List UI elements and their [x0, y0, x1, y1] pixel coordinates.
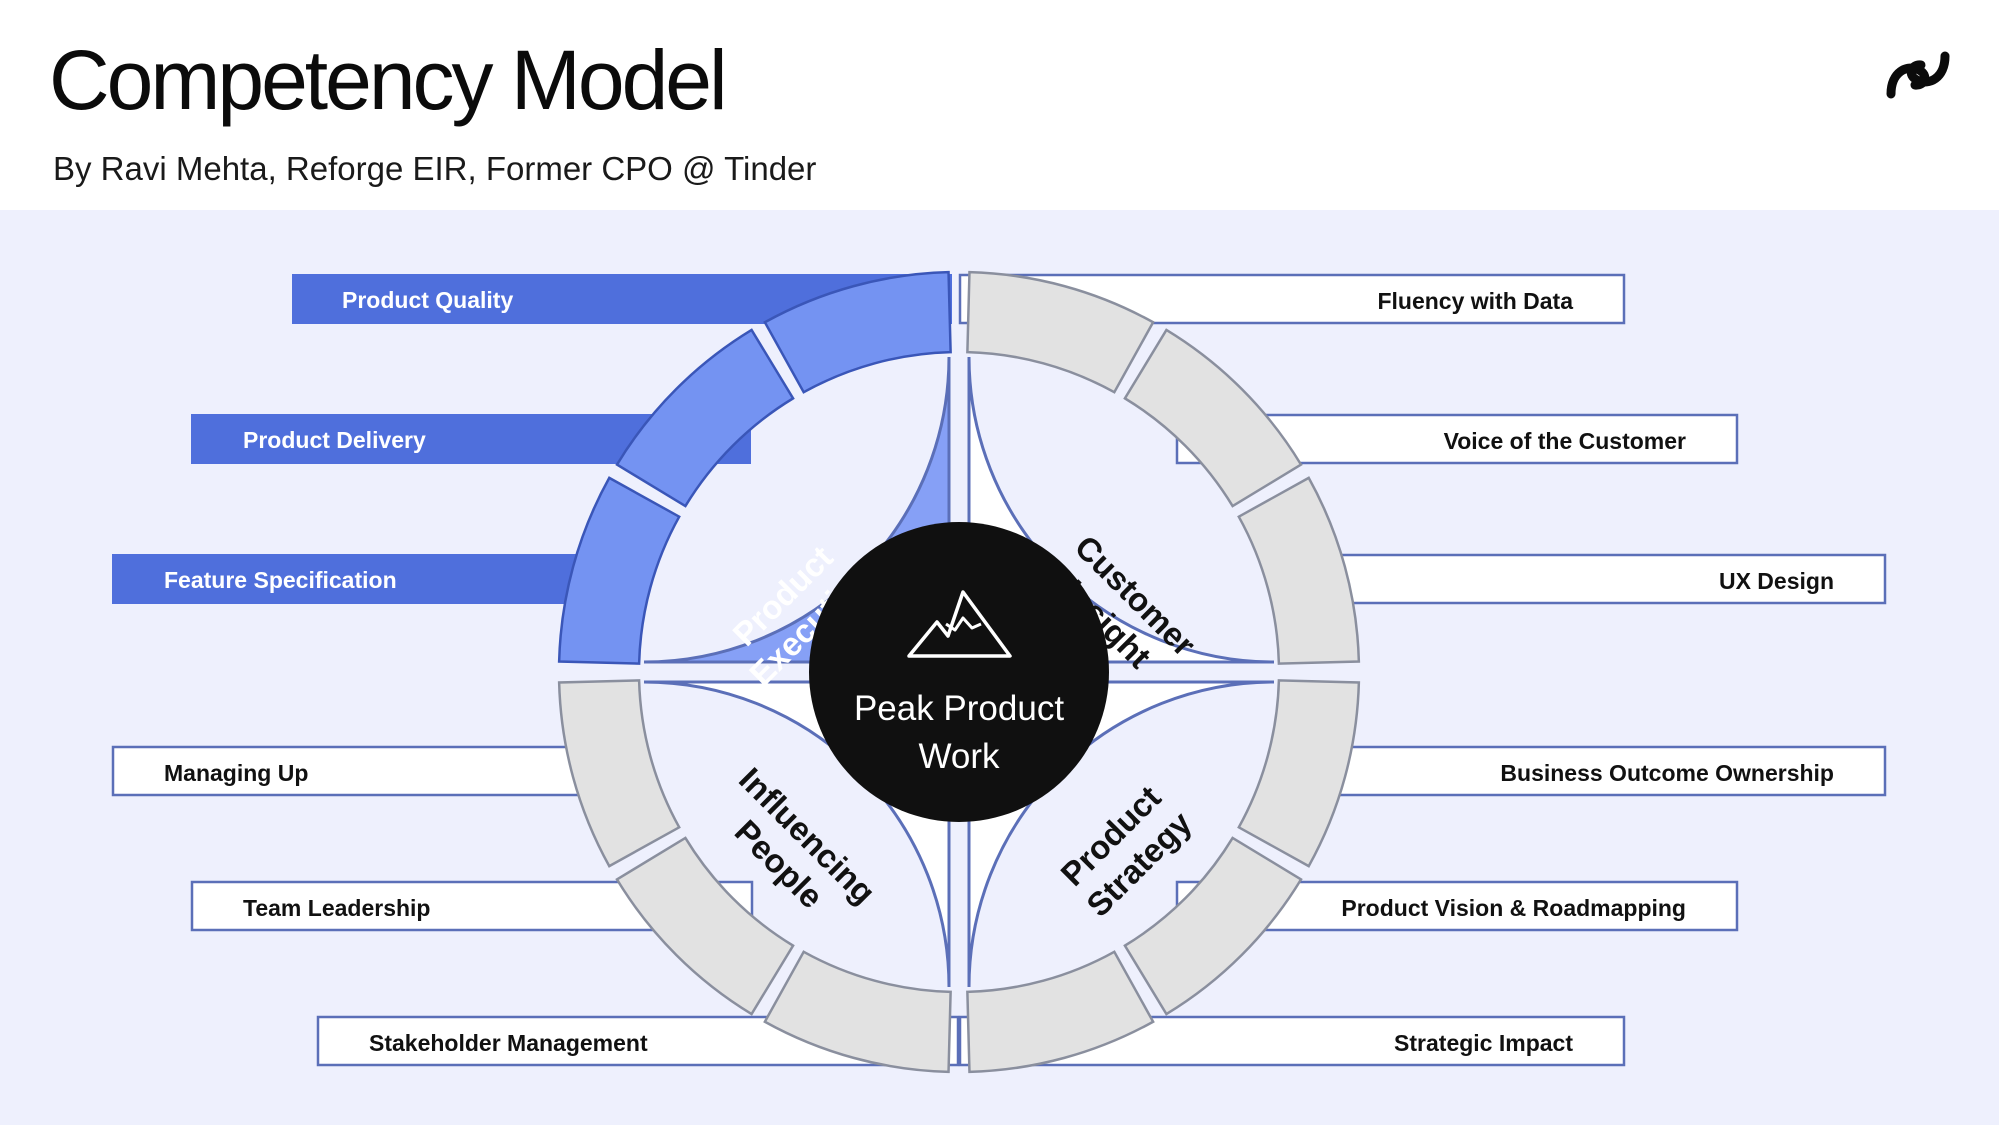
page-subtitle: By Ravi Mehta, Reforge EIR, Former CPO @… — [53, 150, 817, 187]
label-fluency-with-data: Fluency with Data — [1377, 288, 1573, 314]
competency-wheel-diagram: Product Quality Product Delivery Feature… — [111, 270, 1887, 1074]
label-bar-business-outcome: Business Outcome Ownership — [1283, 745, 1887, 797]
ring-segment — [615, 328, 795, 508]
label-ux-design: UX Design — [1719, 568, 1834, 594]
label-bar-managing-up: Managing Up — [111, 745, 615, 797]
label-voice-of-customer: Voice of the Customer — [1444, 428, 1686, 454]
label-bar-ux-design: UX Design — [1283, 553, 1887, 605]
ring-segment — [557, 476, 681, 665]
reforge-logo-icon — [1886, 51, 1950, 99]
label-bar-feature-specification: Feature Specification — [112, 554, 612, 604]
diagram-panel: Product Quality Product Delivery Feature… — [0, 210, 1999, 1125]
ring-segment — [1237, 679, 1361, 868]
ring-segment — [1237, 476, 1361, 665]
label-product-quality: Product Quality — [342, 287, 513, 313]
page-title: Competency Model — [49, 33, 728, 127]
label-stakeholder-management: Stakeholder Management — [369, 1030, 648, 1056]
label-managing-up: Managing Up — [164, 760, 308, 786]
mountain-icon — [907, 590, 1012, 658]
ring-segment — [966, 270, 1155, 394]
header: Competency Model By Ravi Mehta, Reforge … — [0, 0, 1999, 210]
label-product-vision-roadmapping: Product Vision & Roadmapping — [1341, 895, 1686, 921]
ring-segment — [763, 270, 952, 394]
ring-segment — [763, 950, 952, 1074]
label-product-delivery: Product Delivery — [243, 427, 426, 453]
ring-segment — [966, 950, 1155, 1074]
label-business-outcome-ownership: Business Outcome Ownership — [1500, 760, 1834, 786]
ring-segment — [557, 679, 681, 868]
center-hub — [809, 522, 1109, 822]
label-strategic-impact: Strategic Impact — [1394, 1030, 1573, 1056]
ring-segment — [615, 836, 795, 1016]
center-title-line1: Peak Product — [854, 689, 1064, 728]
label-feature-specification: Feature Specification — [164, 567, 397, 593]
ring-segment — [1123, 328, 1303, 508]
competency-wheel: Product Execution Customer Insight Produ… — [557, 270, 1361, 1074]
ring-segment — [1123, 836, 1303, 1016]
center-title-line2: Work — [918, 737, 1000, 776]
label-team-leadership: Team Leadership — [243, 895, 430, 921]
outer-ring — [557, 270, 1361, 1074]
